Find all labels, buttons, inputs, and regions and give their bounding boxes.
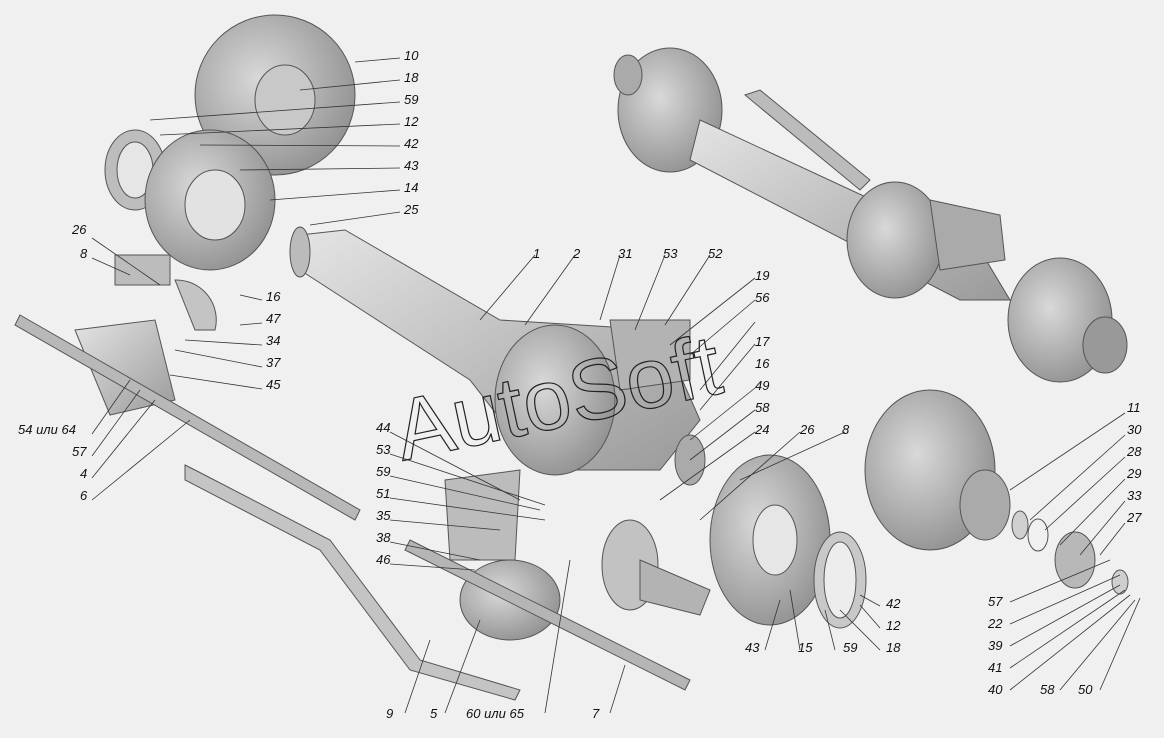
leader-lines	[91, 57, 1141, 714]
part-label: 29	[1126, 466, 1141, 481]
part-label: 47	[266, 311, 281, 326]
part-label: 8	[80, 246, 88, 261]
part-label: 58	[755, 400, 770, 415]
part-label: 25	[403, 202, 419, 217]
part-label: 1	[533, 246, 540, 261]
part-label: 53	[663, 246, 678, 261]
part-label: 26	[71, 222, 87, 237]
steering-knuckle-left	[14, 254, 361, 521]
part-label: 57	[988, 594, 1003, 609]
tie-rod	[184, 464, 521, 701]
part-label: 43	[404, 158, 419, 173]
part-label: 16	[266, 289, 281, 304]
part-label: 17	[755, 334, 770, 349]
hub-drum-right	[864, 389, 1129, 595]
part-label: 37	[266, 355, 281, 370]
part-label: 24	[754, 422, 769, 437]
part-label: 54 или 64	[18, 422, 76, 437]
part-label: 38	[376, 530, 391, 545]
part-label: 35	[376, 508, 391, 523]
part-label: 34	[266, 333, 280, 348]
part-label: 28	[1126, 444, 1142, 459]
part-label: 12	[886, 618, 901, 633]
part-label: 7	[592, 706, 600, 721]
part-label: 43	[745, 640, 760, 655]
part-label: 42	[404, 136, 419, 151]
part-label: 59	[404, 92, 418, 107]
part-label: 27	[1126, 510, 1142, 525]
part-label: 42	[886, 596, 901, 611]
part-label: 5	[430, 706, 438, 721]
part-label: 60 или 65	[466, 706, 525, 721]
part-label: 53	[376, 442, 391, 457]
part-label: 59	[376, 464, 390, 479]
part-label: 39	[988, 638, 1002, 653]
part-label: 10	[404, 48, 419, 63]
part-label: 15	[798, 640, 813, 655]
axle-housing	[289, 226, 706, 486]
part-label: 18	[886, 640, 901, 655]
part-label: 9	[386, 706, 393, 721]
part-label: 41	[988, 660, 1002, 675]
part-label: 16	[755, 356, 770, 371]
part-label: 22	[987, 616, 1003, 631]
steering-knuckle-right	[404, 469, 691, 691]
part-label: 2	[572, 246, 581, 261]
part-label: 52	[708, 246, 723, 261]
brake-drum-upper	[104, 14, 356, 331]
part-label: 57	[72, 444, 87, 459]
part-label: 4	[80, 466, 87, 481]
part-label: 31	[618, 246, 632, 261]
part-label: 12	[404, 114, 419, 129]
part-label: 18	[404, 70, 419, 85]
part-label: 11	[1127, 400, 1141, 415]
part-label: 19	[755, 268, 769, 283]
part-label: 51	[376, 486, 390, 501]
brake-shield-lower	[601, 454, 867, 629]
part-label: 8	[842, 422, 850, 437]
part-label: 33	[1127, 488, 1142, 503]
part-label: 40	[988, 682, 1003, 697]
part-label: 30	[1127, 422, 1142, 437]
part-label: 44	[376, 420, 390, 435]
part-label: 45	[266, 377, 281, 392]
part-label: 56	[755, 290, 770, 305]
part-label: 46	[376, 552, 391, 567]
part-label: 58	[1040, 682, 1055, 697]
part-labels: 10 18 59 12 42 43 14 25 26 8 16 47 34 37…	[18, 48, 1142, 721]
part-label: 49	[755, 378, 769, 393]
part-label: 59	[843, 640, 857, 655]
part-label: 14	[404, 180, 418, 195]
part-label: 26	[799, 422, 815, 437]
part-label: 50	[1078, 682, 1093, 697]
assembled-axle	[613, 47, 1128, 383]
part-label: 6	[80, 488, 88, 503]
